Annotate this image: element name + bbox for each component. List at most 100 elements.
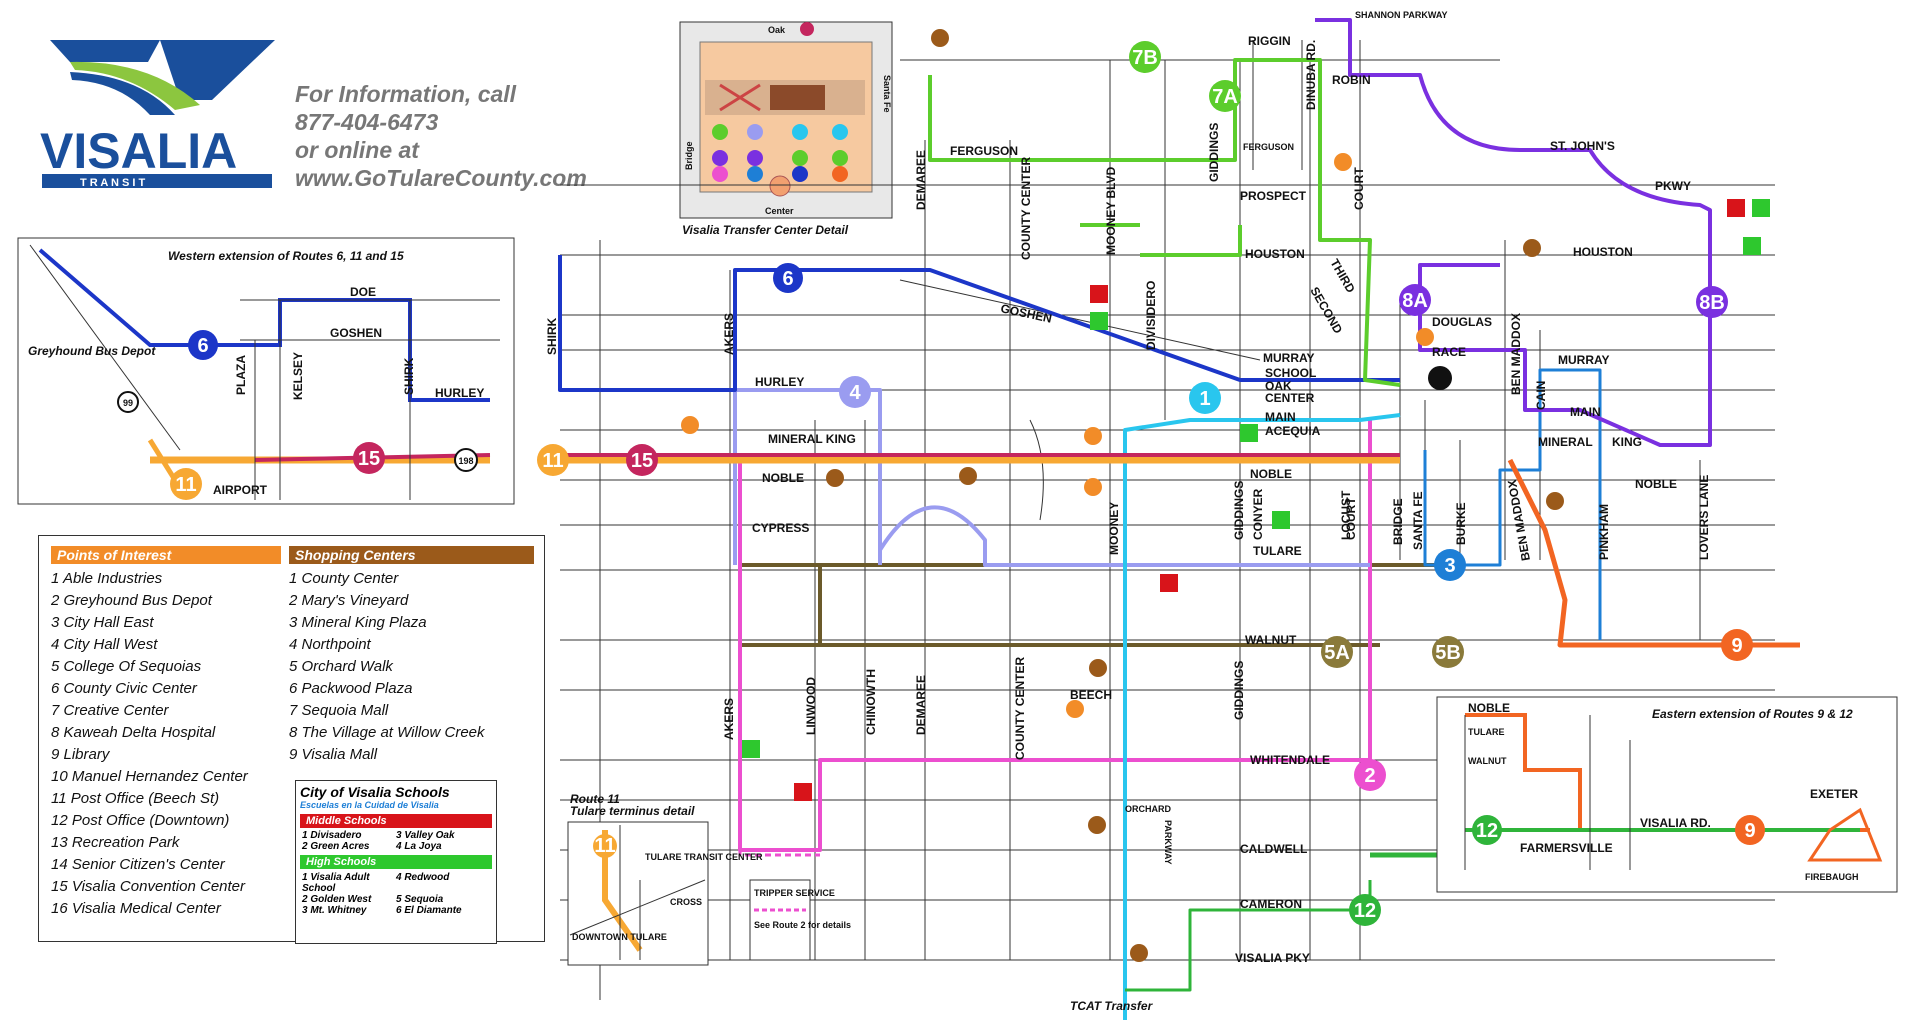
high-school-item: 3 Mt. Whitney <box>302 905 367 916</box>
street-divisidero: DIVISIDERO <box>1144 281 1158 350</box>
poi-item: 3 City Hall East <box>51 614 154 631</box>
street-lovers-lane: LOVERS LANE <box>1697 475 1711 560</box>
street-county-center-2: COUNTY CENTER <box>1013 657 1027 760</box>
route-badge-1: 1 <box>1189 382 1221 414</box>
street-oak: OAK <box>1265 379 1292 393</box>
shopping-title: Shopping Centers <box>289 546 534 564</box>
svg-text:15: 15 <box>631 450 653 472</box>
street-akers: AKERS <box>722 313 736 355</box>
street-mineral: MINERAL <box>1538 435 1593 449</box>
street-noble: NOBLE <box>762 471 804 485</box>
street-bridge: BRIDGE <box>1391 498 1405 545</box>
poi-item: 12 Post Office (Downtown) <box>51 812 230 829</box>
east-inset-title: Eastern extension of Routes 9 & 12 <box>1652 707 1853 721</box>
transfer-center-detail: Oak Center Bridge Santa Fe Visalia Trans… <box>679 21 893 237</box>
shopping-item: 3 Mineral King Plaza <box>289 614 427 631</box>
street-caldwell: CALDWELL <box>1240 842 1307 856</box>
street-st-johns: ST. JOHN'S <box>1550 139 1615 153</box>
east-firebaugh: FIREBAUGH <box>1805 872 1859 882</box>
street-parkway: PARKWAY <box>1163 820 1173 865</box>
middle-schools-title: Middle Schools <box>300 814 492 828</box>
shopping-item: 5 Orchard Walk <box>289 658 393 675</box>
street-ferguson-2: FERGUSON <box>1243 142 1294 152</box>
street-grid <box>560 40 1775 1000</box>
shopping-item: 8 The Village at Willow Creek <box>289 724 485 741</box>
svg-text:7B: 7B <box>1132 47 1158 69</box>
east-exeter: EXETER <box>1810 787 1858 801</box>
route-badge-12: 12 <box>1349 894 1381 926</box>
street-ben-maddox-2: BEN MADDOX <box>1505 479 1533 562</box>
street-riggin: RIGGIN <box>1248 34 1291 48</box>
street-robin: ROBIN <box>1332 73 1371 87</box>
shopping-item: 2 Mary's Vineyard <box>289 592 409 609</box>
route-line-1 <box>1123 413 1401 1020</box>
route-badge-4: 4 <box>839 376 871 408</box>
poi-item: 13 Recreation Park <box>51 834 180 851</box>
west-street-hurley: HURLEY <box>435 386 484 400</box>
route-badge-6: 6 <box>773 263 803 293</box>
brand-sub: T R A N S I T <box>80 177 145 189</box>
street-shannon: SHANNON PARKWAY <box>1355 10 1448 20</box>
street-douglas: DOUGLAS <box>1432 315 1492 329</box>
shopping-item: 6 Packwood Plaza <box>289 680 413 697</box>
east-street-tulare: TULARE <box>1468 727 1505 737</box>
street-murray: MURRAY <box>1263 351 1315 365</box>
route-line-6 <box>558 255 1400 392</box>
street-shirk: SHIRK <box>545 317 559 355</box>
street-chinowth: CHINOWTH <box>864 669 878 735</box>
west-inset: Western extension of Routes 6, 11 and 15… <box>17 237 515 505</box>
tulare-title-2: Tulare terminus detail <box>570 804 695 818</box>
brand-name: VISALIA <box>40 123 237 179</box>
west-badge-6: 6 <box>197 335 208 357</box>
poi-item: 6 County Civic Center <box>51 680 197 697</box>
tulare-badge-11: 11 <box>594 835 615 857</box>
route-line-2-tripper <box>738 760 820 857</box>
west-badge-11: 11 <box>175 474 196 496</box>
tulare-cross: CROSS <box>670 897 702 907</box>
street-main: MAIN <box>1265 410 1296 424</box>
tc-label-oak: Oak <box>768 25 786 35</box>
street-visalia-pky: VISALIA PKY <box>1235 951 1310 965</box>
street-giddings-3: GIDDINGS <box>1232 661 1246 720</box>
street-dinuba: DINUBA RD. <box>1304 40 1318 110</box>
east-badge-12: 12 <box>1476 820 1498 842</box>
street-tulare: TULARE <box>1253 544 1302 558</box>
route-badge-3: 3 <box>1434 549 1466 581</box>
svg-text:9: 9 <box>1731 635 1742 657</box>
poi-item: 7 Creative Center <box>51 702 169 719</box>
street-houston: HOUSTON <box>1245 247 1305 261</box>
west-badge-15: 15 <box>358 448 380 470</box>
high-school-item: 2 Golden West <box>302 894 372 905</box>
street-burke: BURKE <box>1454 502 1468 545</box>
street-cypress: CYPRESS <box>752 521 809 535</box>
svg-text:3: 3 <box>1444 555 1455 577</box>
street-court: COURT <box>1352 167 1366 210</box>
east-farmersville: FARMERSVILLE <box>1520 841 1613 855</box>
shopping-item: 7 Sequoia Mall <box>289 702 389 719</box>
poi-item: 11 Post Office (Beech St) <box>51 790 220 807</box>
route-line-5 <box>740 563 1440 647</box>
hwy-99: 99 <box>123 398 133 408</box>
street-linwood: LINWOOD <box>804 677 818 735</box>
route-badge-9: 9 <box>1721 629 1753 661</box>
west-street-plaza: PLAZA <box>234 355 248 395</box>
west-street-shirk: SHIRK <box>402 357 416 395</box>
tc-label-santa-fe: Santa Fe <box>882 75 892 113</box>
tripper-title: TRIPPER SERVICE <box>754 888 835 898</box>
shopping-item: 4 Northpoint <box>289 636 371 653</box>
svg-text:8B: 8B <box>1699 292 1725 314</box>
west-street-doe: DOE <box>350 285 376 299</box>
street-mineral-king: MINERAL KING <box>768 432 856 446</box>
route-badge-2: 2 <box>1354 759 1386 791</box>
schools-title: City of Visalia Schools <box>300 784 450 800</box>
poi-item: 1 Able Industries <box>51 570 163 587</box>
high-school-item: 6 El Diamante <box>396 905 462 916</box>
street-demaree: DEMAREE <box>914 150 928 210</box>
west-street-kelsey: KELSEY <box>291 352 305 400</box>
tc-label-center: Center <box>765 206 794 216</box>
